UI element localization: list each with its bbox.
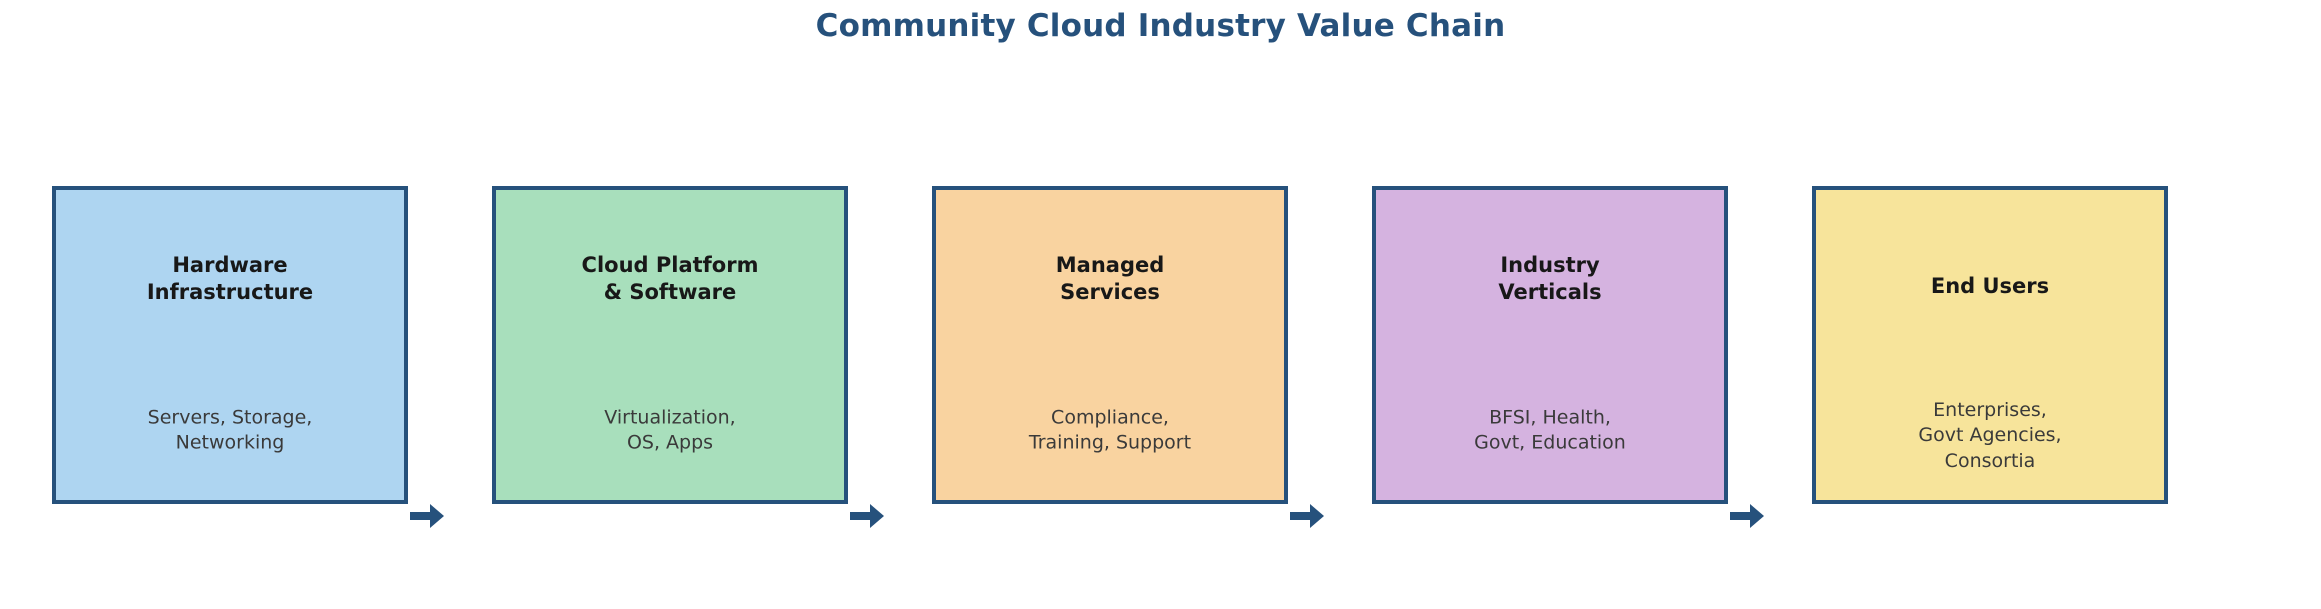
stage-box-cloud-platform-software[interactable]: Cloud Platform & Software Virtualization… [492, 186, 848, 504]
value-chain-stage-row: Hardware Infrastructure Servers, Storage… [52, 186, 2169, 528]
arrow-right-icon [410, 504, 444, 528]
stage-subtitle: Compliance, Training, Support [1028, 406, 1192, 455]
stage-title: Hardware Infrastructure [146, 253, 314, 304]
flow-arrow-4 [1730, 500, 1774, 532]
stage-title: Managed Services [1055, 253, 1165, 304]
stage-title: Cloud Platform & Software [581, 253, 759, 304]
flow-arrow-3 [1290, 500, 1334, 532]
arrow-right-icon [1290, 504, 1324, 528]
flow-arrow-1 [410, 500, 454, 532]
page-title: Community Cloud Industry Value Chain [815, 8, 1506, 44]
flow-arrow-2 [850, 500, 894, 532]
stage-box-hardware-infrastructure[interactable]: Hardware Infrastructure Servers, Storage… [52, 186, 408, 504]
stage-subtitle: BFSI, Health, Govt, Education [1474, 406, 1626, 455]
arrow-right-icon [850, 504, 884, 528]
stage-box-managed-services[interactable]: Managed Services Compliance, Training, S… [932, 186, 1288, 504]
stage-title: End Users [1930, 274, 2050, 298]
stage-subtitle: Virtualization, OS, Apps [604, 406, 736, 455]
stage-subtitle: Servers, Storage, Networking [147, 406, 313, 455]
arrow-right-icon [1730, 504, 1764, 528]
stage-subtitle: Enterprises, Govt Agencies, Consortia [1918, 399, 2062, 472]
stage-box-end-users[interactable]: End Users Enterprises, Govt Agencies, Co… [1812, 186, 2168, 504]
stage-box-industry-verticals[interactable]: Industry Verticals BFSI, Health, Govt, E… [1372, 186, 1728, 504]
stage-title: Industry Verticals [1498, 253, 1602, 304]
